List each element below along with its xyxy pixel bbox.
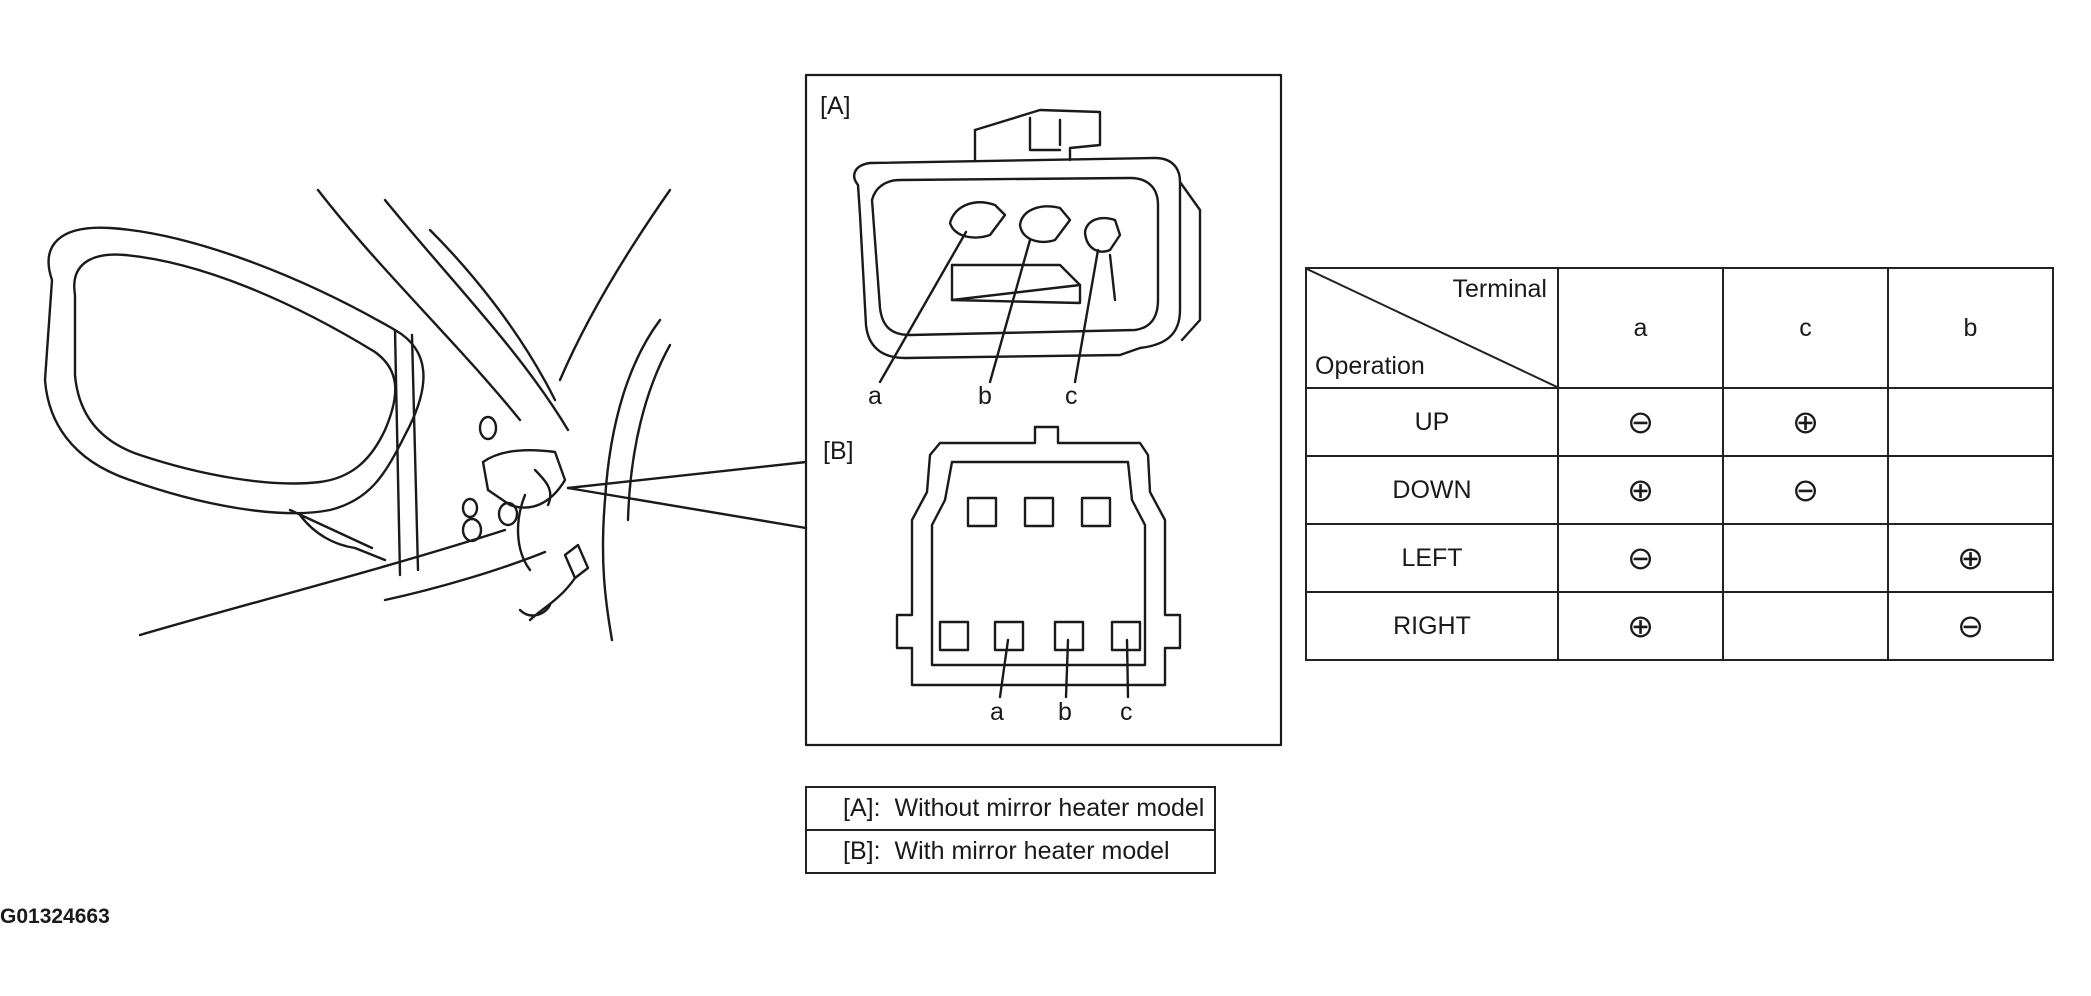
table-corner-header: Terminal Operation: [1305, 267, 1559, 389]
connector-a-tag: [A]: [820, 92, 851, 120]
column-header: b: [1887, 267, 2054, 389]
table-row: DOWN ⊕ ⊖: [1305, 455, 2054, 525]
connector-b-pin-a: a: [990, 698, 1004, 726]
connector-a-pin-b: b: [978, 382, 992, 410]
polarity-cell: ⊖: [1887, 591, 2054, 661]
polarity-cell: ⊖: [1557, 523, 1724, 593]
legend-text: With mirror heater model: [890, 829, 1217, 874]
header-terminal: Terminal: [1452, 275, 1547, 303]
operation-label: DOWN: [1305, 455, 1559, 525]
table-row: UP ⊖ ⊕: [1305, 387, 2054, 457]
column-header: a: [1557, 267, 1724, 389]
door-mirror-drawing: [43, 188, 672, 642]
connector-a-pin-c: c: [1065, 382, 1078, 410]
model-legend: [A]: Without mirror heater model [B]: Wi…: [805, 786, 1217, 874]
figure-id: G01324663: [0, 905, 110, 928]
polarity-cell: [1722, 523, 1889, 593]
connector-a-pin-a: a: [868, 382, 882, 410]
operation-label: UP: [1305, 387, 1559, 457]
connector-a-drawing: [853, 108, 1202, 384]
legend-row: [A]: Without mirror heater model: [805, 786, 1217, 831]
legend-key: [A]:: [805, 786, 891, 831]
polarity-cell: [1887, 455, 2054, 525]
polarity-cell: ⊖: [1722, 455, 1889, 525]
connector-b-drawing: [895, 425, 1182, 699]
polarity-cell: ⊕: [1557, 455, 1724, 525]
connector-b-tag: [B]: [823, 437, 854, 465]
connector-b-pin-b: b: [1058, 698, 1072, 726]
polarity-cell: ⊕: [1722, 387, 1889, 457]
header-operation: Operation: [1315, 352, 1425, 380]
table-row: LEFT ⊖ ⊕: [1305, 523, 2054, 593]
terminal-operation-table: Terminal Operation a c b UP ⊖ ⊕ DOWN ⊕ ⊖…: [1305, 267, 2054, 661]
connector-b-pin-c: c: [1120, 698, 1133, 726]
polarity-cell: ⊕: [1887, 523, 2054, 593]
legend-key: [B]:: [805, 829, 891, 874]
polarity-cell: ⊖: [1557, 387, 1724, 457]
diagonal-divider: [1307, 269, 1557, 387]
operation-label: LEFT: [1305, 523, 1559, 593]
legend-text: Without mirror heater model: [890, 786, 1217, 831]
polarity-cell: [1722, 591, 1889, 661]
table-row: RIGHT ⊕ ⊖: [1305, 591, 2054, 661]
operation-label: RIGHT: [1305, 591, 1559, 661]
polarity-cell: ⊕: [1557, 591, 1724, 661]
legend-row: [B]: With mirror heater model: [805, 829, 1217, 874]
column-header: c: [1722, 267, 1889, 389]
polarity-cell: [1887, 387, 2054, 457]
